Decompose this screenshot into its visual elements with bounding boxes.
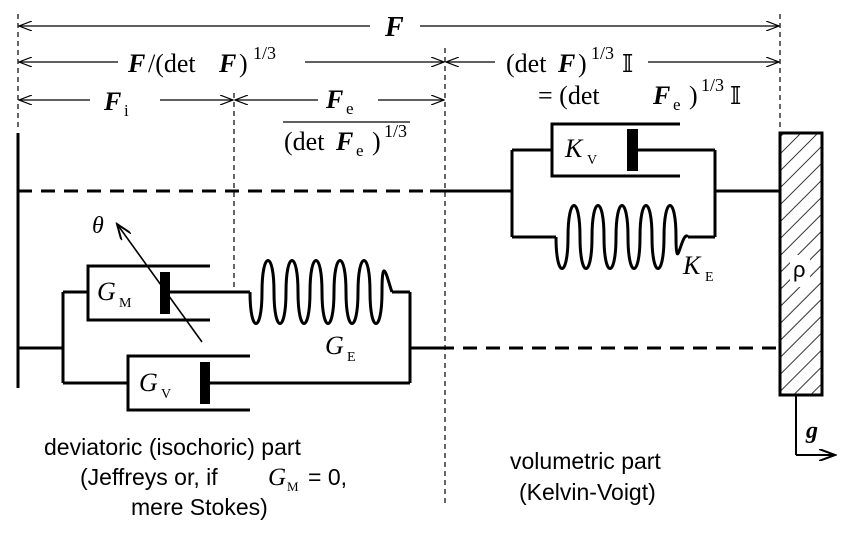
label-Fe: F xyxy=(325,85,343,114)
dashpot-icon xyxy=(126,354,410,412)
svg-text:F: F xyxy=(652,81,670,110)
svg-text:): ) xyxy=(372,127,381,156)
label-KV-sub: V xyxy=(587,153,597,168)
label-GM-sub: M xyxy=(119,296,132,311)
label-theta: θ xyxy=(92,213,104,239)
label-KV: K xyxy=(564,134,584,163)
label-Fi-sub: i xyxy=(124,101,129,120)
caption-deviatoric: deviatoric (isochoric) part (Jeffreys or… xyxy=(44,434,347,520)
svg-text:1/3: 1/3 xyxy=(384,121,407,141)
label-Fvol-exp: 1/3 xyxy=(591,43,614,63)
arrow-F: F xyxy=(19,12,779,43)
label-Fiso-det: /(det xyxy=(148,49,196,78)
arrow-F-volumetric: (det F ) 1/3 𝕀 xyxy=(446,43,779,78)
arrow-F-isochoric: F /(det F ) 1/3 xyxy=(19,43,444,78)
label-KE: K xyxy=(682,251,702,280)
svg-text:e: e xyxy=(356,141,364,160)
svg-text:= (det: = (det xyxy=(538,81,600,110)
label-KE-sub: E xyxy=(705,270,714,285)
svg-text:(Kelvin-Voigt): (Kelvin-Voigt) xyxy=(519,479,656,505)
label-Fe-sub: e xyxy=(346,99,354,118)
label-Fiso-F: F xyxy=(127,49,145,78)
label-Fvol-identity: 𝕀 xyxy=(622,52,633,78)
label-Fiso-exp: 1/3 xyxy=(253,43,276,63)
label-Fvol-F: F xyxy=(557,49,575,78)
spring-icon xyxy=(248,259,394,325)
label-GE-sub: E xyxy=(347,350,356,365)
svg-text:volumetric part: volumetric part xyxy=(510,448,661,474)
label-Fiso-F2: F xyxy=(218,49,236,78)
label-GV-sub: V xyxy=(161,387,171,402)
label-Fi: F xyxy=(103,87,121,116)
svg-text:G: G xyxy=(268,464,286,491)
arrow-Fe: F e (det F e ) 1/3 xyxy=(235,85,444,160)
gravity-arrow-icon xyxy=(795,396,835,455)
label-Fiso-close: ) xyxy=(239,49,248,78)
spring-icon xyxy=(554,204,690,270)
svg-text:= 0,: = 0, xyxy=(308,464,347,490)
svg-text:(det: (det xyxy=(284,127,325,156)
theta-arrow xyxy=(117,224,203,343)
label-g: g xyxy=(805,418,818,444)
caption-volumetric: volumetric part (Kelvin-Voigt) xyxy=(510,448,661,505)
svg-text:𝕀: 𝕀 xyxy=(730,84,741,110)
svg-text:e: e xyxy=(673,95,681,114)
svg-text:): ) xyxy=(689,81,698,110)
arrow-Fi: F i xyxy=(19,87,233,120)
label-F: F xyxy=(384,12,404,43)
svg-text:mere Stokes): mere Stokes) xyxy=(131,494,268,520)
label-GV: G xyxy=(139,368,158,397)
svg-text:M: M xyxy=(287,479,299,494)
label-GM: G xyxy=(97,277,116,306)
dashpot-icon xyxy=(86,264,234,322)
svg-text:1/3: 1/3 xyxy=(701,75,724,95)
svg-text:(Jeffreys or, if: (Jeffreys or, if xyxy=(80,464,218,490)
label-Fvol-det: (det xyxy=(506,49,547,78)
label-eq-detFe: = (det F e ) 1/3 𝕀 xyxy=(538,75,741,114)
label-rho: ρ xyxy=(793,257,806,282)
dashpot-icon xyxy=(550,122,715,178)
label-Fvol-close: ) xyxy=(578,49,587,78)
svg-text:deviatoric (isochoric) part: deviatoric (isochoric) part xyxy=(44,434,302,460)
label-GE: G xyxy=(325,331,344,360)
svg-text:F: F xyxy=(335,127,353,156)
